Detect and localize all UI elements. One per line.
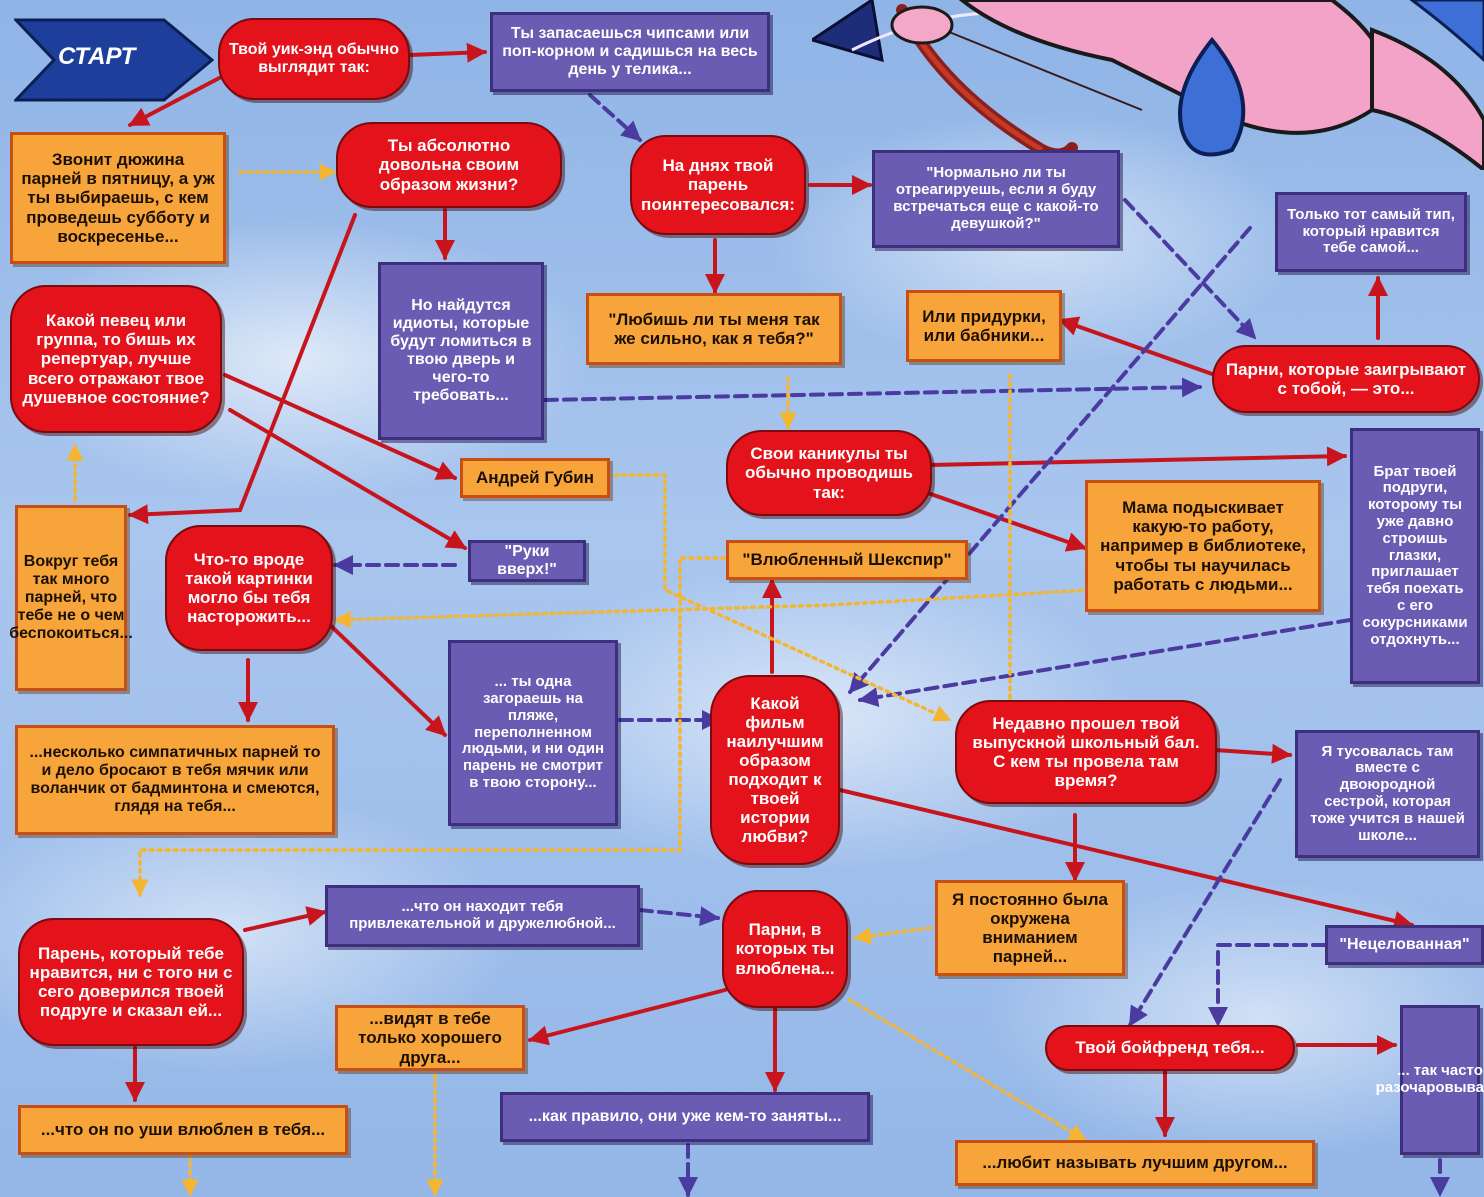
answer-beach[interactable]: ... ты одна загораешь на пляже, переполн… [448,640,618,826]
yellow-dotted-arrows [66,163,1092,1197]
question-picture[interactable]: Что-то вроде такой картинки могло бы теб… [165,525,333,651]
answer-surrounded[interactable]: Я постоянно была окружена вниманием парн… [935,880,1125,976]
answer-idiots[interactable]: Но найдутся идиоты, которые будут ломить… [378,262,544,440]
question-guys-love[interactable]: Парни, в которых ты влюблена... [722,890,848,1008]
answer-around-you[interactable]: Вокруг тебя так много парней, что тебе н… [9,505,133,691]
answer-cousin[interactable]: Я тусовалась там вместе с двоюродной сес… [1295,730,1480,858]
question-prom[interactable]: Недавно прошел твой выпускной школьный б… [955,700,1217,804]
red-arrows [125,42,1414,1137]
answer-brother[interactable]: Брат твоей подруги, которому ты уже давн… [1350,428,1480,684]
answer-mom-job[interactable]: Мама подыскивает какую-то работу, наприм… [1085,480,1321,612]
answer-dozen-guys[interactable]: Звонит дюжина парней в пятницу, а уж ты … [10,132,226,264]
start-arrow-icon [14,18,214,102]
question-crush-friend[interactable]: Парень, который тебе нравится, ни с того… [18,918,244,1046]
answer-taken[interactable]: ...как правило, они уже кем-то заняты... [500,1092,870,1142]
answer-ball-throw[interactable]: ...несколько симпатичных парней то и дел… [15,725,335,835]
cupid-with-bow-icon [812,0,1484,170]
answer-love-me[interactable]: "Любишь ли ты меня так же сильно, как я … [586,293,842,365]
question-boyfriend-asked[interactable]: На днях твой парень поинтересовался: [630,135,806,235]
question-holidays[interactable]: Свои каникулы ты обычно проводишь так: [726,430,932,516]
answer-best-friend[interactable]: ...любит называть лучшим другом... [955,1140,1315,1186]
start-label: СТАРТ [58,43,136,70]
question-weekend[interactable]: Твой уик-энд обычно выглядит так: [218,18,410,100]
answer-ruki-vverh[interactable]: "Руки вверх!" [468,540,586,582]
answer-disappoint[interactable]: ... так часто разочаровывает! [1376,1005,1484,1155]
answer-fools[interactable]: Или придурки, или бабники... [906,290,1062,362]
question-singer[interactable]: Какой певец или группа, то бишь их репер… [10,285,222,433]
answer-gubin[interactable]: Андрей Губин [460,458,610,498]
question-film[interactable]: Какой фильм наилучшим образом подходит к… [710,675,840,865]
answer-good-friend[interactable]: ...видят в тебе только хорошего друга... [335,1005,525,1071]
question-flirting-guys[interactable]: Парни, которые заигрывают с тобой, — это… [1212,345,1480,413]
answer-chips[interactable]: Ты запасаешься чипсами или поп-корном и … [490,12,770,92]
purple-dashed-arrows [333,93,1450,1197]
answer-normal-react[interactable]: "Нормально ли ты отреагируешь, если я бу… [872,150,1120,248]
answer-only-type[interactable]: Только тот самый тип, который нравится т… [1275,192,1467,272]
answer-shakespeare[interactable]: "Влюбленный Шекспир" [726,540,968,580]
answer-unkissed[interactable]: "Нецелованная" [1325,925,1484,965]
question-your-bf[interactable]: Твой бойфренд тебя... [1045,1025,1295,1071]
answer-head-over[interactable]: ...что он по уши влюблен в тебя... [18,1105,348,1155]
question-satisfied[interactable]: Ты абсолютно довольна своим образом жизн… [336,122,562,208]
answer-friendly[interactable]: ...что он находит тебя привлекательной и… [325,885,640,947]
